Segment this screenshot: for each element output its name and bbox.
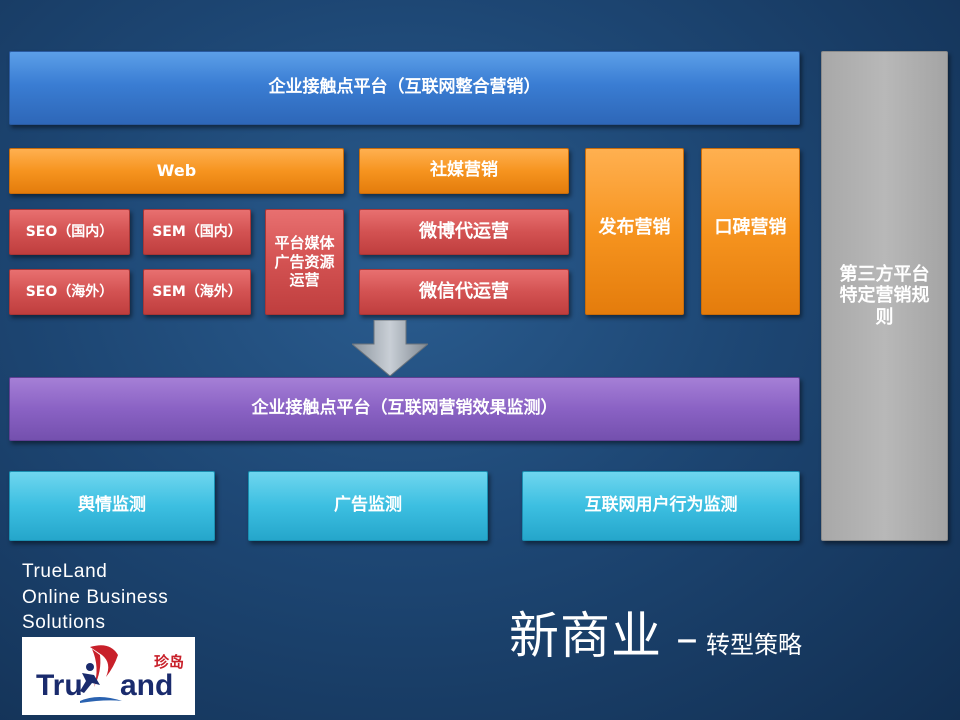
public-opinion-monitor-box: 舆情监测 xyxy=(9,471,215,541)
platform-media-label: 平台媒体广告资源运营 xyxy=(274,233,335,290)
svg-text:Tru: Tru xyxy=(36,669,83,702)
publish-marketing-box: 发布营销 xyxy=(585,148,684,315)
sem-overseas-label: SEM（海外） xyxy=(152,283,242,300)
svg-text:and: and xyxy=(120,669,173,702)
platform-media-box: 平台媒体广告资源运营 xyxy=(265,209,344,315)
sem-domestic-box: SEM（国内） xyxy=(143,209,251,255)
seo-overseas-label: SEO（海外） xyxy=(25,283,114,300)
down-arrow-icon xyxy=(352,320,428,376)
third-party-platform-column: 第三方平台特定营销规则 xyxy=(821,51,948,541)
monitor-platform-bar: 企业接触点平台（互联网营销效果监测） xyxy=(9,377,800,441)
word-of-mouth-label: 口碑营销 xyxy=(714,217,787,239)
public-opinion-monitor-label: 舆情监测 xyxy=(78,495,146,516)
ad-monitor-label: 广告监测 xyxy=(334,495,402,516)
web-header: Web xyxy=(9,148,344,194)
social-marketing-label: 社媒营销 xyxy=(430,160,498,181)
seo-overseas-box: SEO（海外） xyxy=(9,269,130,315)
user-behavior-monitor-label: 互联网用户行为监测 xyxy=(584,495,738,516)
company-name: TrueLand Online Business Solutions xyxy=(22,559,168,636)
wechat-operation-box: 微信代运营 xyxy=(359,269,569,315)
svg-text:珍岛: 珍岛 xyxy=(154,653,184,671)
sem-domestic-label: SEM（国内） xyxy=(152,223,242,240)
trueland-logo-mark: Tru and 珍岛 xyxy=(36,645,184,703)
word-of-mouth-box: 口碑营销 xyxy=(701,148,800,315)
social-marketing-header: 社媒营销 xyxy=(359,148,569,194)
user-behavior-monitor-box: 互联网用户行为监测 xyxy=(522,471,800,541)
slogan: 新商业–转型策略 xyxy=(509,596,802,668)
weibo-operation-box: 微博代运营 xyxy=(359,209,569,255)
slogan-main: 新商业 xyxy=(509,607,662,665)
ad-monitor-box: 广告监测 xyxy=(248,471,488,541)
top-platform-label: 企业接触点平台（互联网整合营销） xyxy=(268,77,541,98)
slogan-sub: 转型策略 xyxy=(706,631,802,659)
weibo-operation-label: 微博代运营 xyxy=(419,220,509,242)
slogan-dash: – xyxy=(676,613,698,664)
wechat-operation-label: 微信代运营 xyxy=(419,280,509,302)
publish-marketing-label: 发布营销 xyxy=(598,217,671,239)
sem-overseas-box: SEM（海外） xyxy=(143,269,251,315)
third-party-platform-label: 第三方平台特定营销规则 xyxy=(839,263,930,328)
web-label: Web xyxy=(156,160,197,180)
company-name-line-3: Solutions xyxy=(22,612,106,633)
company-name-line-1: TrueLand xyxy=(22,561,108,582)
top-platform-bar: 企业接触点平台（互联网整合营销） xyxy=(9,51,800,125)
trueland-logo: Tru and 珍岛 xyxy=(22,637,195,715)
company-name-line-2: Online Business xyxy=(22,586,169,608)
seo-domestic-label: SEO（国内） xyxy=(25,223,114,240)
monitor-platform-label: 企业接触点平台（互联网营销效果监测） xyxy=(251,398,558,419)
seo-domestic-box: SEO（国内） xyxy=(9,209,130,255)
